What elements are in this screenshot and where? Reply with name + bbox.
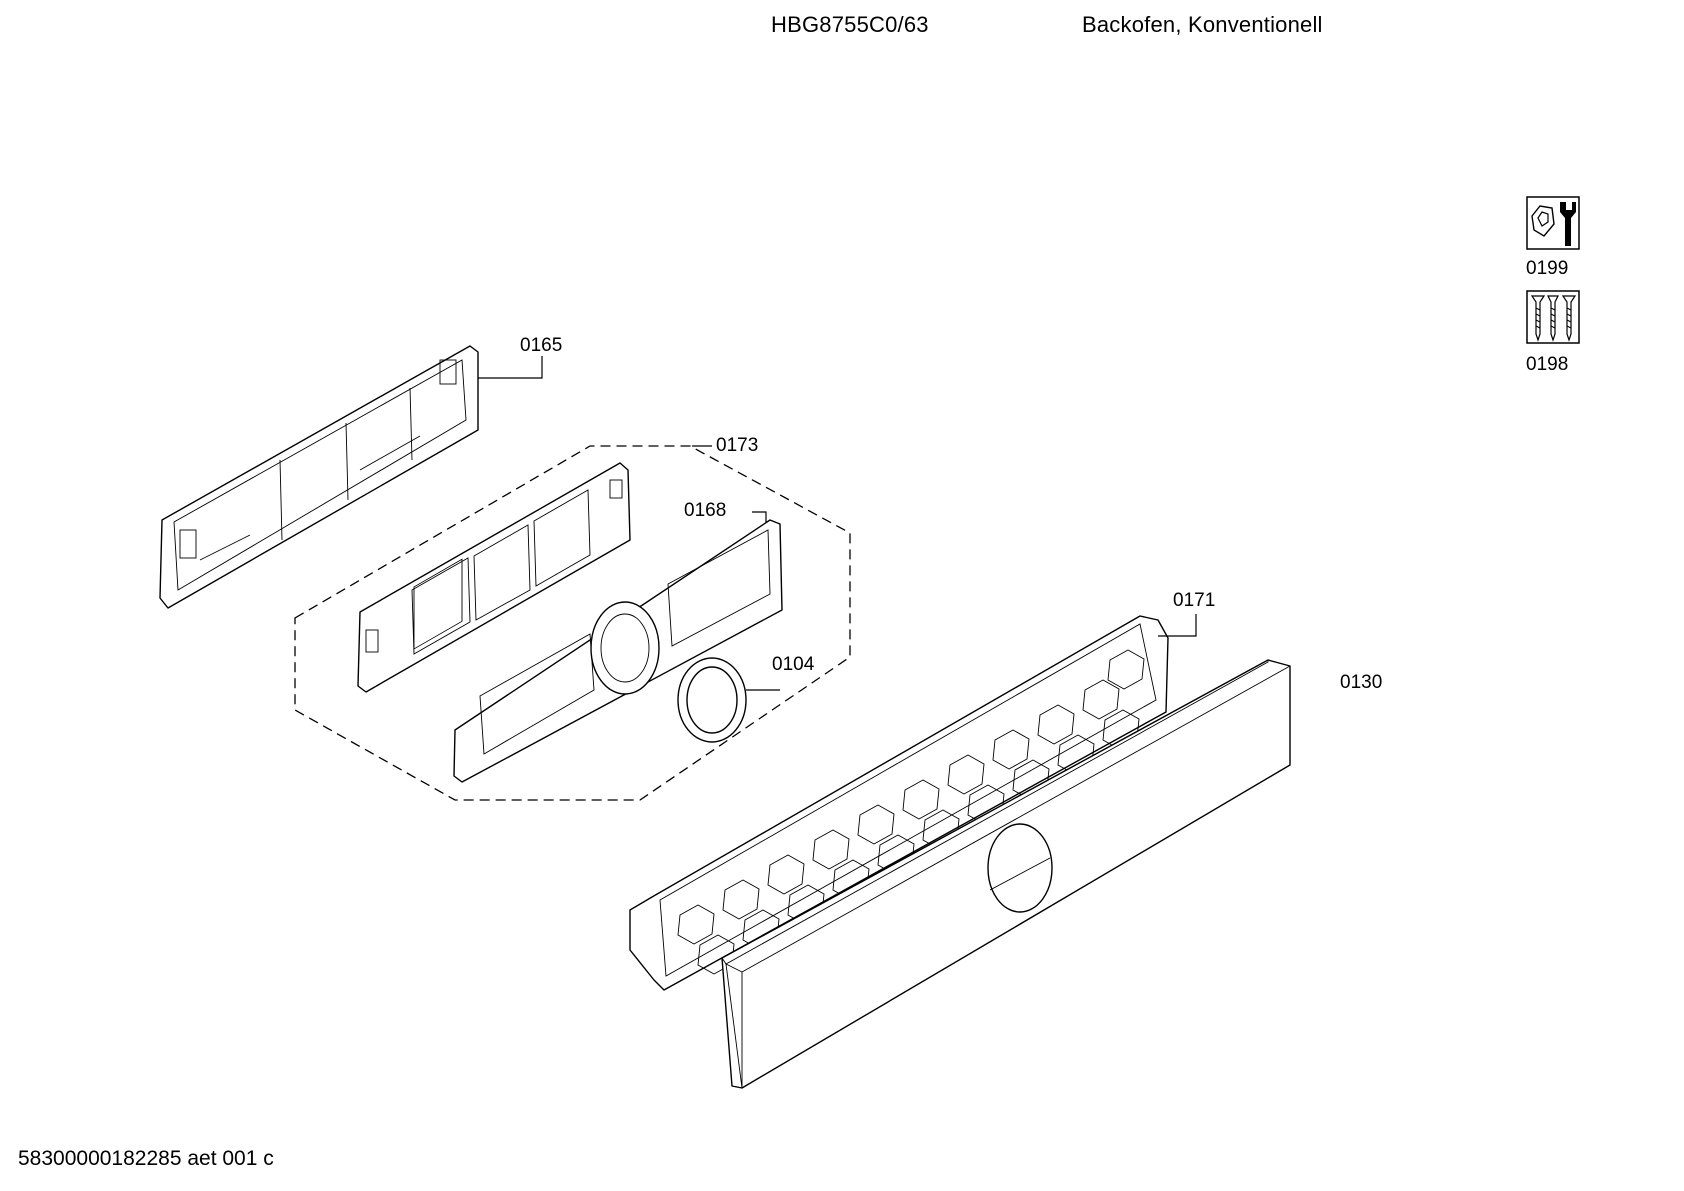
tools-label: 0199 <box>1526 258 1569 279</box>
callout-0171: 0171 <box>1173 590 1216 611</box>
tools-icon <box>1526 196 1580 250</box>
screws-icon <box>1526 290 1580 344</box>
part-0104-ring <box>677 657 780 743</box>
screws-label: 0198 <box>1526 354 1569 375</box>
part-0171-honeycomb-panel <box>629 614 1197 991</box>
callout-0130: 0130 <box>1340 672 1383 693</box>
callout-0168: 0168 <box>684 500 727 521</box>
part-0173-board <box>357 462 631 693</box>
part-0168-display-frame <box>453 511 783 783</box>
assembly-0173-boundary <box>294 445 851 801</box>
part-0165-frame <box>159 345 543 609</box>
model-number: HBG8755C0/63 <box>771 12 929 37</box>
appliance-description: Backofen, Konventionell <box>1082 12 1323 37</box>
callout-0104: 0104 <box>772 654 815 675</box>
callout-0173: 0173 <box>716 435 759 456</box>
callout-0165: 0165 <box>520 335 563 356</box>
document-code: 58300000182285 aet 001 c <box>18 1147 274 1170</box>
part-0130-front-panel <box>721 659 1291 1089</box>
